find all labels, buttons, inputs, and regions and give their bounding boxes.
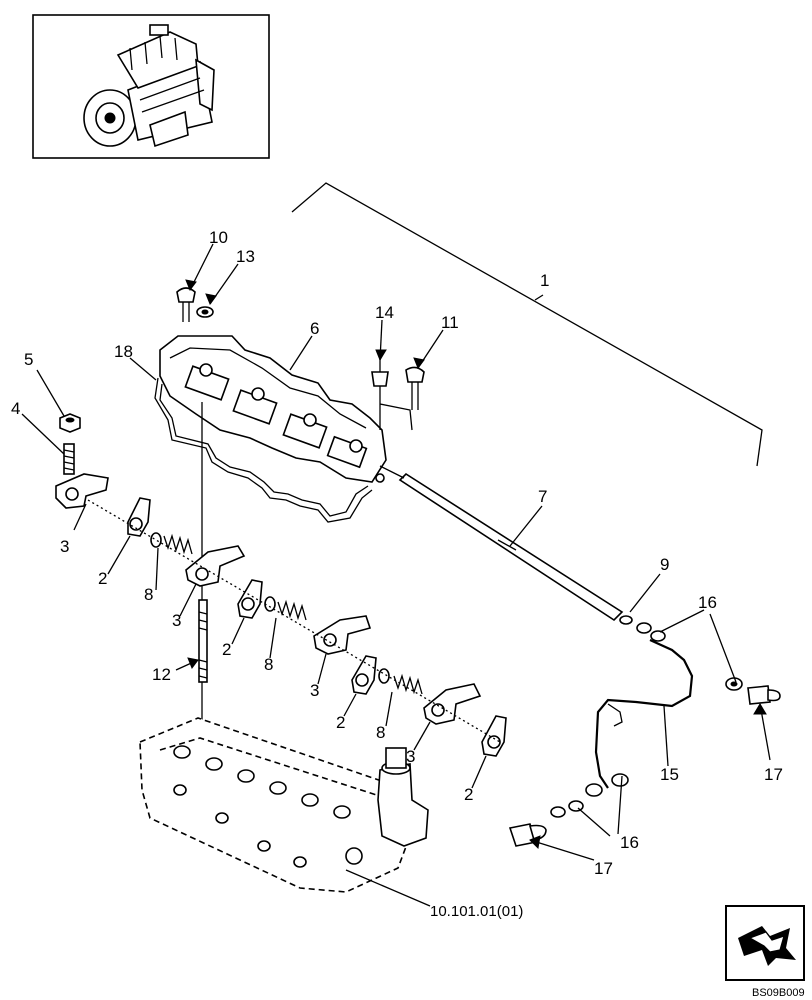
callout-3-c: 3 <box>310 681 319 700</box>
rocker-arm-2d <box>481 715 507 757</box>
leader-arrowheads <box>185 279 767 850</box>
washer-13 <box>196 306 214 318</box>
callout-2-c: 2 <box>336 713 345 732</box>
rocker-arm-3c <box>313 615 372 655</box>
callout-10: 10 <box>209 228 228 247</box>
callout-2-b: 2 <box>222 640 231 659</box>
callout-14: 14 <box>375 303 394 322</box>
callout-3-b: 3 <box>172 611 181 630</box>
callout-8-b: 8 <box>264 655 273 674</box>
adjust-screw-4 <box>63 443 75 475</box>
banjo-bolt-17-right <box>747 685 781 705</box>
callout-labels: 10 13 1 14 11 6 18 5 4 7 3 2 9 8 16 3 2 … <box>11 228 783 920</box>
callout-3-a: 3 <box>60 537 69 556</box>
callout-3-d: 3 <box>406 747 415 766</box>
rocker-arm-3d <box>423 683 482 725</box>
rocker-arm-2a <box>127 497 151 537</box>
assembly-bracket <box>291 182 763 467</box>
rocker-arm-2c <box>351 655 377 695</box>
leader-lines <box>21 243 771 861</box>
oring-9 <box>619 615 633 625</box>
oil-line-15 <box>585 638 694 797</box>
figure-code: BS09B009 <box>752 987 805 999</box>
navigation-arrow-icon[interactable] <box>725 905 805 981</box>
callout-2-d: 2 <box>464 785 473 804</box>
valve-cover <box>159 335 387 483</box>
callout-8-a: 8 <box>144 585 153 604</box>
bolt-10 <box>176 287 196 322</box>
rocker-arm-3a <box>55 473 109 509</box>
rocker-arm-3b <box>185 545 246 587</box>
callout-17-b: 17 <box>594 859 613 878</box>
callout-1: 1 <box>540 271 549 290</box>
rocker-arm-2b <box>237 579 263 619</box>
bolt-11 <box>405 366 425 410</box>
callout-8-c: 8 <box>376 723 385 742</box>
callout-15: 15 <box>660 765 679 784</box>
spring-8b <box>264 596 307 621</box>
nut-5 <box>59 413 81 433</box>
rocker-shaft <box>379 465 624 622</box>
spring-8c <box>378 668 423 695</box>
engine-thumbnail-icon <box>32 14 270 159</box>
sensor-14 <box>371 356 413 431</box>
cylinder-head <box>139 717 429 893</box>
callout-7: 7 <box>538 487 547 506</box>
callout-6: 6 <box>310 319 319 338</box>
callout-11: 11 <box>441 313 459 332</box>
gasket <box>154 377 373 523</box>
callout-13: 13 <box>236 247 255 266</box>
callout-2-a: 2 <box>98 569 107 588</box>
spring-8a <box>150 532 193 555</box>
callout-5: 5 <box>24 350 33 369</box>
callout-18: 18 <box>114 342 133 361</box>
reference-label: 10.101.01(01) <box>430 903 523 920</box>
callout-4: 4 <box>11 399 20 418</box>
callout-16-b: 16 <box>620 833 639 852</box>
callout-12: 12 <box>152 665 171 684</box>
callout-9: 9 <box>660 555 669 574</box>
callout-17-a: 17 <box>764 765 783 784</box>
callout-16-a: 16 <box>698 593 717 612</box>
